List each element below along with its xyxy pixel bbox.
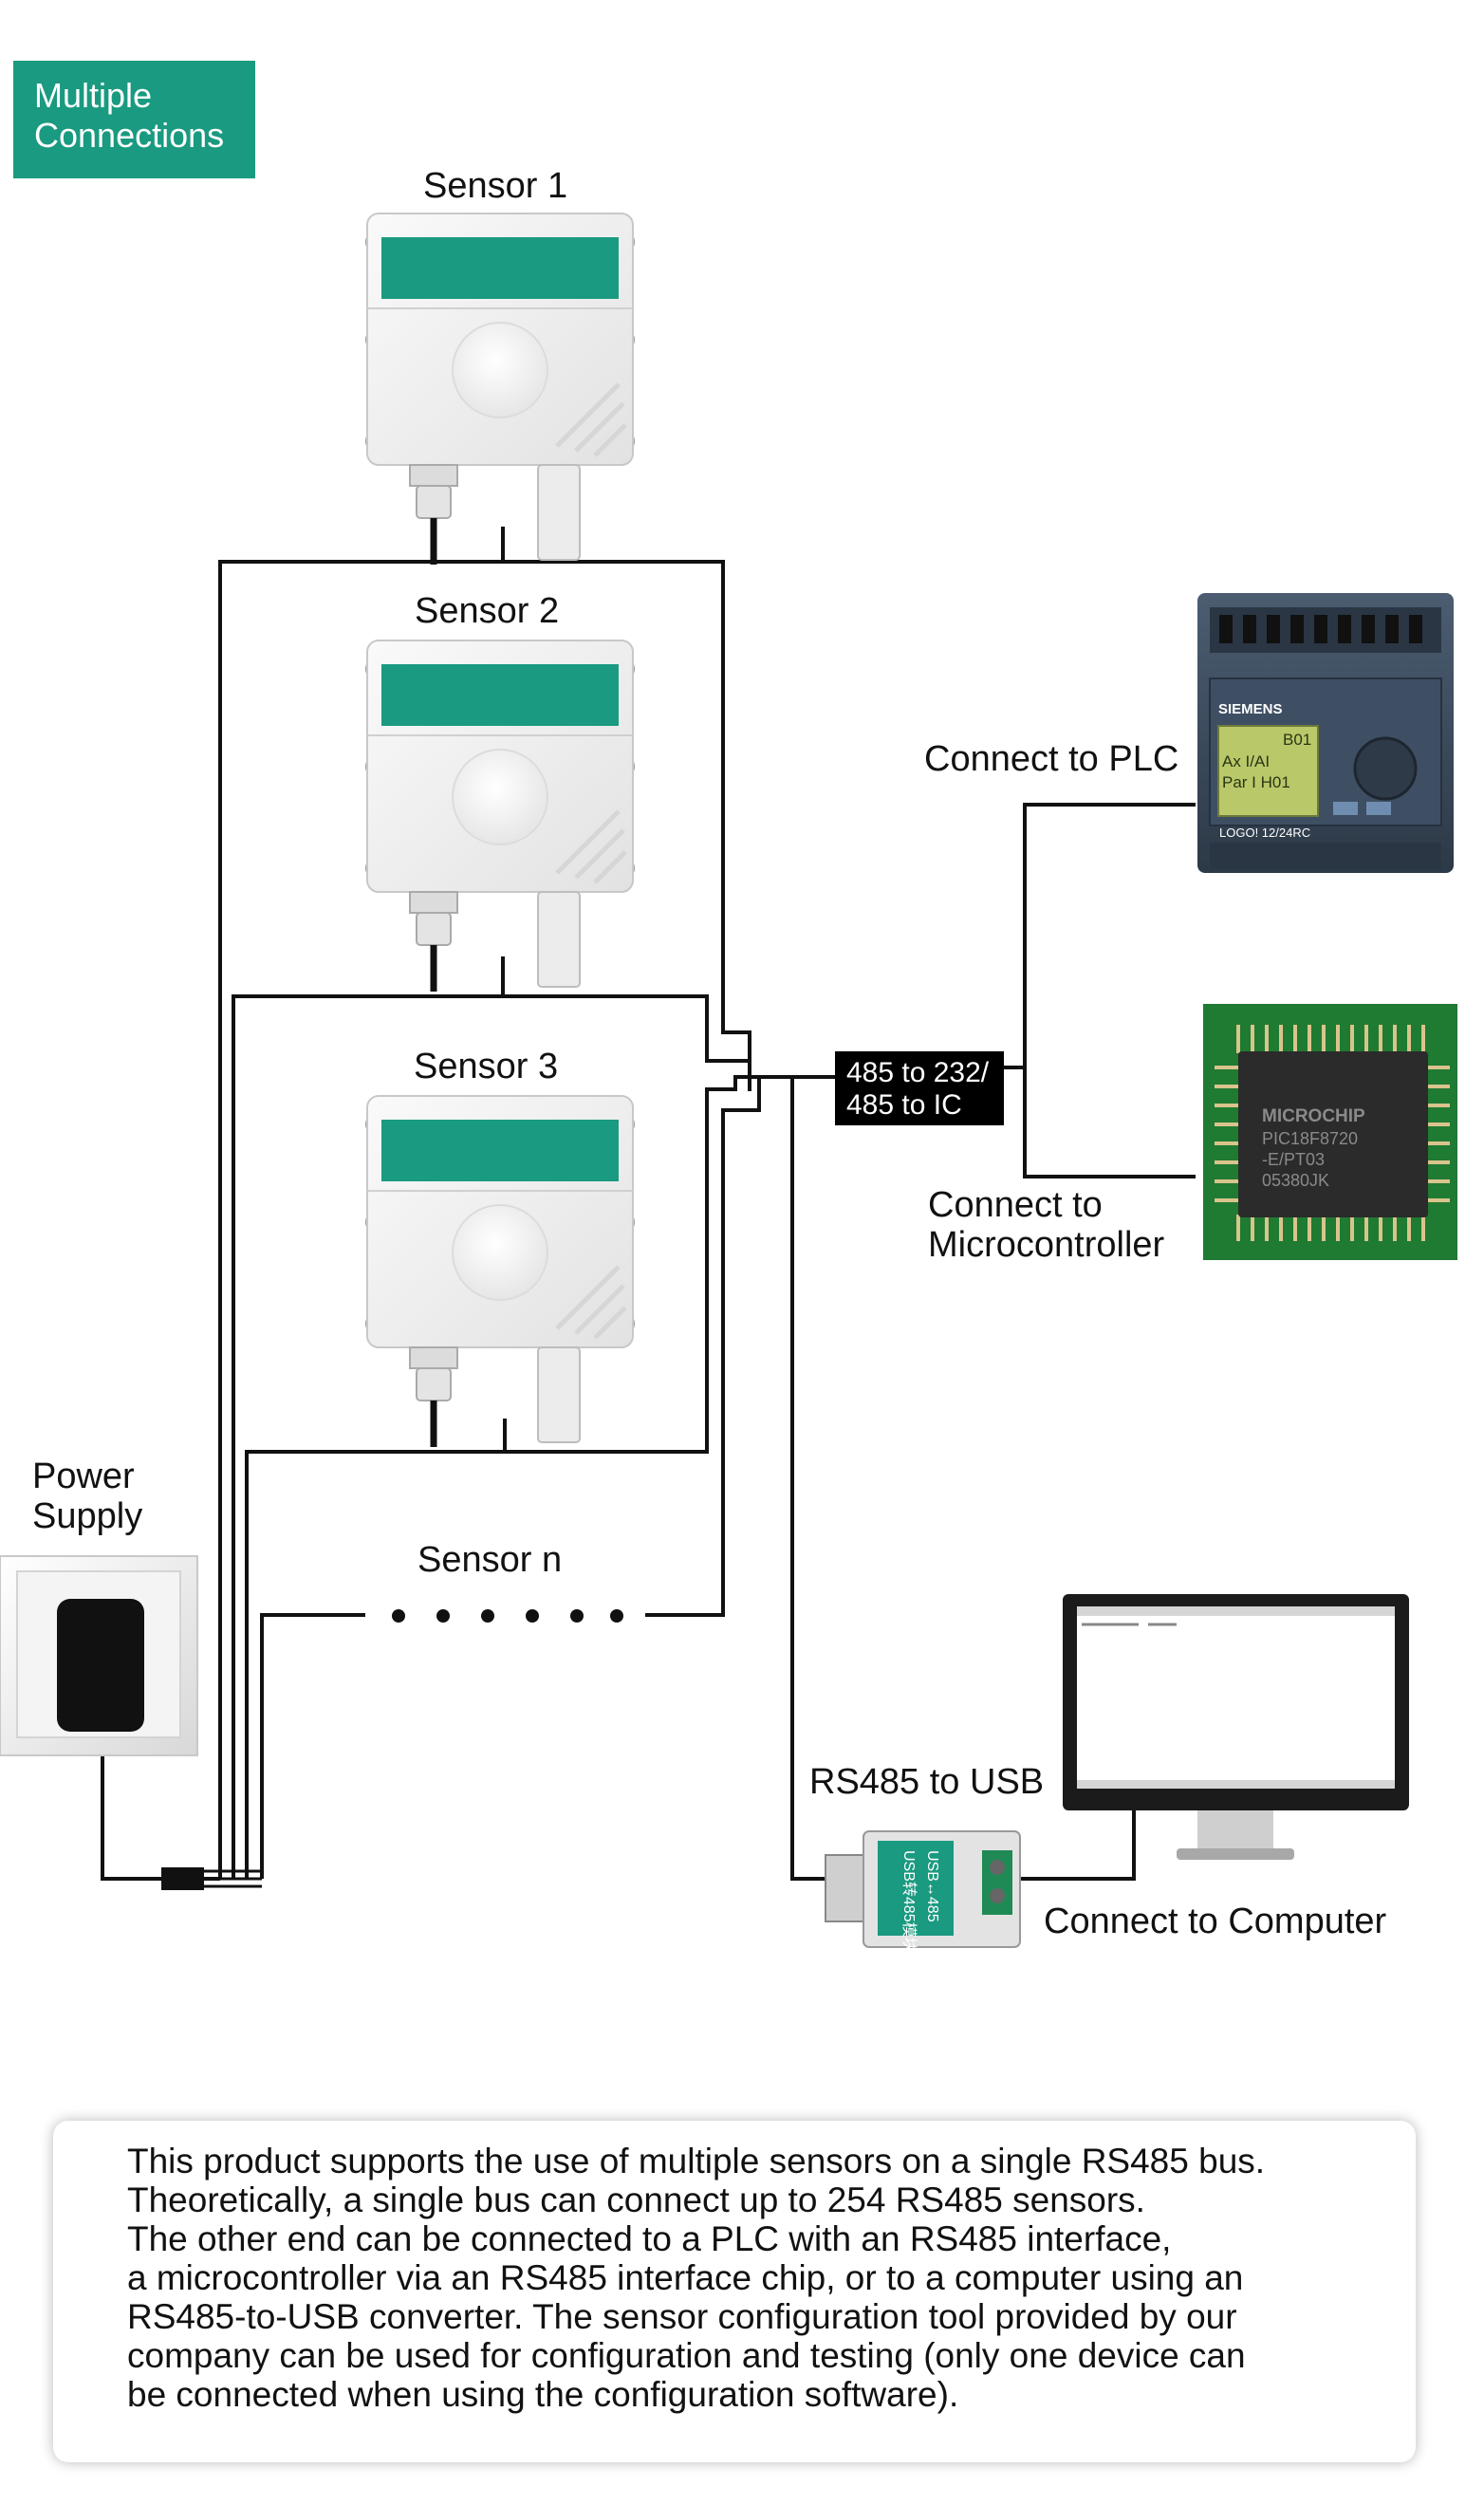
chip-code: 05380JK [1262,1171,1329,1190]
sensor-3-label: Sensor 3 [414,1047,559,1086]
rs485-converter-box: 485 to 232/ 485 to IC [835,1051,1004,1125]
plc-screen-line2: Ax I/AI [1222,752,1270,770]
usb-device-text2: USB↔485 [924,1850,940,1922]
description-box: This product supports the use of multipl… [53,2121,1416,2462]
sensor-2-device [366,640,634,992]
bus-wires [101,527,1196,1881]
rs485-usb-label: RS485 to USB [809,1762,1045,1802]
microcontroller-device: MICROCHIP PIC18F8720 -E/PT03 05380JK [1203,1004,1457,1260]
power-line1: Power [32,1457,135,1496]
sensor-1-device [366,213,634,565]
power-supply-device [0,1555,198,1756]
usb-converter-device: USB转485模块 USB↔485 [825,1830,1021,1953]
mcu-line2: Microcontroller [928,1224,1165,1265]
chip-brand: MICROCHIP [1262,1106,1365,1126]
badge-line1: Multiple [34,76,153,115]
chip-sub: -E/PT03 [1262,1150,1325,1169]
converter-line2: 485 to IC [846,1089,962,1121]
connect-computer-label: Connect to Computer [1044,1902,1387,1941]
barrel-plug [161,1867,204,1890]
badge-line2: Connections [34,116,225,155]
plc-device: SIEMENS B01 Ax I/AI Par I H01 LOGO! 12/2… [1197,593,1454,873]
mcu-line1: Connect to [928,1185,1103,1225]
plc-screen-line1: B01 [1283,731,1311,749]
sensor-2-label: Sensor 2 [415,591,560,631]
sensor-1-label: Sensor 1 [423,166,568,206]
description-text: This product supports the use of multipl… [127,2142,1266,2414]
converter-line1: 485 to 232/ [846,1057,990,1088]
plc-screen-line3: Par I H01 [1222,773,1290,791]
sensor-3-device [366,1096,634,1447]
power-supply-label: Power Supply [32,1457,142,1537]
usb-device-text1: USB转485模块 [900,1850,918,1953]
chip-model: PIC18F8720 [1262,1129,1358,1148]
power-line2: Supply [32,1495,143,1536]
plc-model: LOGO! 12/24RC [1219,826,1310,840]
sensor-n-label: Sensor n [417,1540,563,1580]
plc-brand: SIEMENS [1218,701,1283,717]
connect-microcontroller-label: Connect to Microcontroller [928,1185,1165,1266]
multiple-connections-badge: Multiple Connections [13,61,255,178]
sensor-n-ellipsis [392,1609,623,1623]
computer-device [1063,1594,1409,1860]
connect-plc-label: Connect to PLC [924,739,1179,779]
